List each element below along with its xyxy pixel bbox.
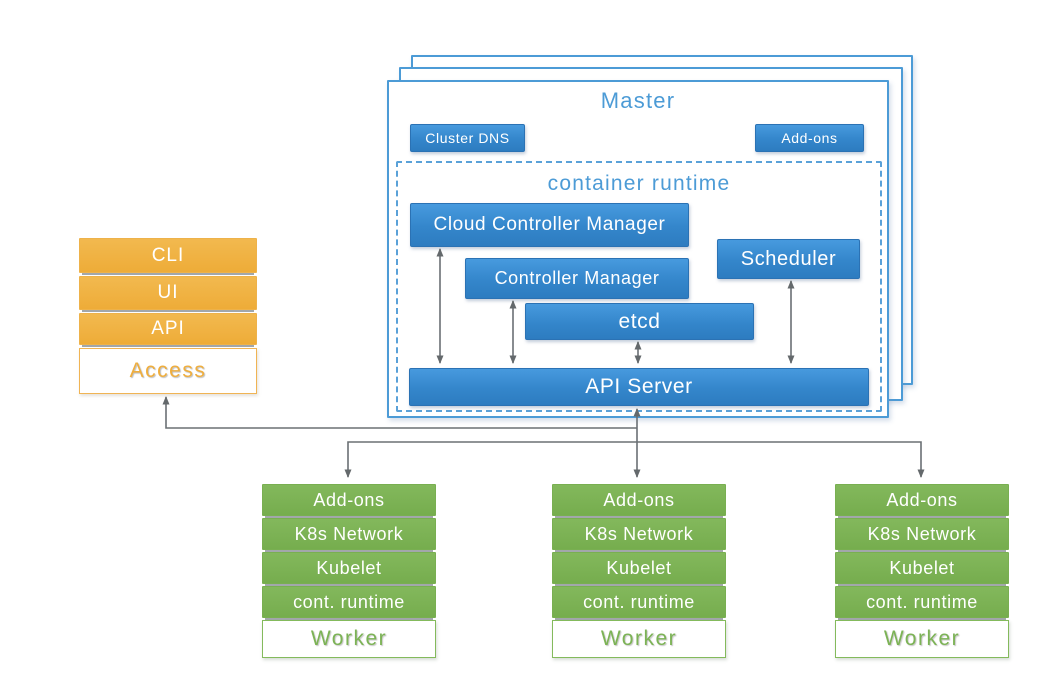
api-server-box: API Server <box>409 368 869 406</box>
worker2-kubelet-box: Kubelet <box>552 552 726 584</box>
access-label: Access <box>79 348 257 394</box>
api-workers-arrow <box>344 441 925 478</box>
container-runtime-title: container runtime <box>547 172 731 195</box>
master-title: Master <box>600 88 676 113</box>
worker3-k8s-network-box: K8s Network <box>835 518 1009 550</box>
cloud-controller-manager-box: Cloud Controller Manager <box>410 203 689 247</box>
cluster-dns-box: Cluster DNS <box>410 124 525 152</box>
worker3-cont-runtime-box: cont. runtime <box>835 586 1009 618</box>
ui-box: UI <box>79 276 257 310</box>
worker1-k8s-network-box: K8s Network <box>262 518 436 550</box>
worker3-label: Worker <box>835 620 1009 658</box>
worker1-addons-box: Add-ons <box>262 484 436 516</box>
worker1-label: Worker <box>262 620 436 658</box>
worker2-cont-runtime-box: cont. runtime <box>552 586 726 618</box>
worker2-addons-box: Add-ons <box>552 484 726 516</box>
worker3-kubelet-box: Kubelet <box>835 552 1009 584</box>
scheduler-box: Scheduler <box>717 239 860 279</box>
api-box: API <box>79 313 257 345</box>
master-addons-box: Add-ons <box>755 124 864 152</box>
worker2-k8s-network-box: K8s Network <box>552 518 726 550</box>
worker2-label: Worker <box>552 620 726 658</box>
cli-box: CLI <box>79 238 257 273</box>
etcd-box: etcd <box>525 303 754 340</box>
worker1-kubelet-box: Kubelet <box>262 552 436 584</box>
worker3-addons-box: Add-ons <box>835 484 1009 516</box>
worker1-cont-runtime-box: cont. runtime <box>262 586 436 618</box>
controller-manager-box: Controller Manager <box>465 258 689 299</box>
